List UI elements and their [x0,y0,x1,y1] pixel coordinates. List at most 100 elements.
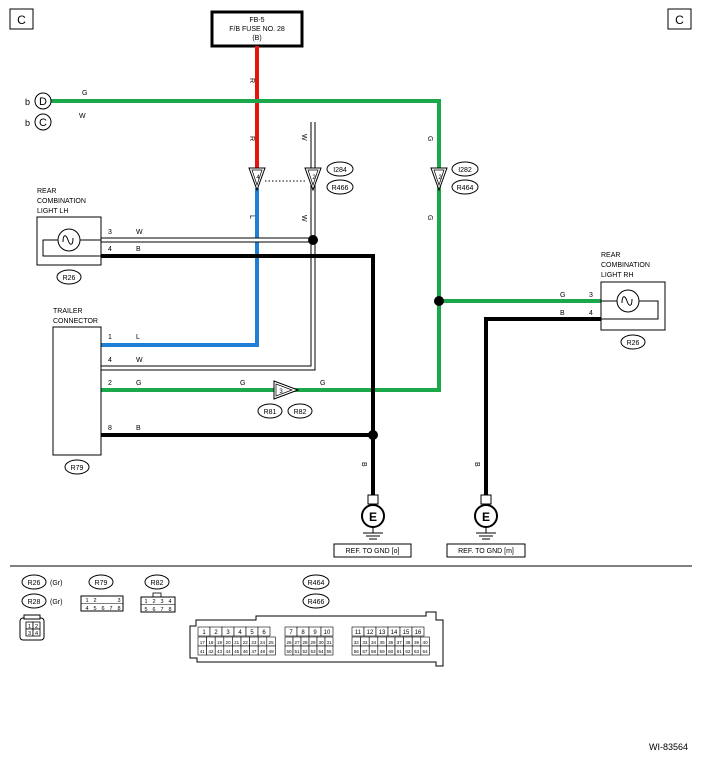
big-pin-label: 22 [243,640,249,645]
inline-connector-4-pin: 3 [279,389,283,395]
big-pin-label: 31 [326,640,332,645]
wire-label-g-right: G [426,136,433,141]
big-pin-label: 62 [405,649,411,654]
bulb-filament-rh [621,296,633,306]
big-pin-label: 48 [260,649,266,654]
b-label-1: b [25,97,30,107]
fuse-line3: (B) [252,35,261,42]
connector-id-r81: R81 [257,403,283,419]
big-pin-label: 58 [371,649,377,654]
wire-white-outline [101,122,316,371]
big-pin-label: 56 [354,649,360,654]
big-pin-label: 21 [234,640,240,645]
big-pin-label: 2 [214,630,218,636]
rear-lh-name3: LIGHT LH [37,208,68,215]
trailer-pin-8-color: B [136,425,141,432]
svg-text:6: 6 [152,607,155,613]
big-pin-label: 42 [208,649,214,654]
svg-text:3: 3 [160,599,163,605]
trailer-pin-1: 1 [108,334,112,341]
rear-rh-pin4-color: B [560,310,565,317]
big-pin-label: 37 [397,640,403,645]
big-pin-label: 10 [324,630,331,636]
svg-text:R464: R464 [308,580,325,587]
big-pin-label: 36 [388,640,394,645]
big-pin-label: 50 [286,649,292,654]
big-pin-label: 54 [318,649,324,654]
svg-text:R26: R26 [63,275,76,282]
wire-label-r1: R [248,78,255,83]
rear-lh-name1: REAR [37,188,56,195]
wire-label-r2: R [248,136,255,141]
wire-white-fill [101,122,315,370]
rear-lh-pin4: 4 [108,246,112,253]
svg-text:4: 4 [168,599,171,605]
wire-black-left [101,254,375,495]
big-pin-cell [411,626,425,637]
ref-right-text: REF. TO GND [m] [458,548,514,555]
ref-left-box [333,543,412,558]
big-pin-label: 30 [318,640,324,645]
svg-text:8: 8 [117,606,120,612]
big-pin-label: 47 [251,649,257,654]
svg-text:R79: R79 [71,465,84,472]
ground-left: E [361,494,385,540]
junction-green [434,296,444,306]
trailer-pin-4-color: W [136,357,143,364]
svg-text:1: 1 [28,624,31,630]
rear-lh-pin3-color: W [136,229,143,236]
big-pin-label: 46 [243,649,249,654]
big-pin-cell [420,645,430,656]
big-pin-label: 4 [238,630,242,636]
trailer-box [52,326,102,456]
big-pin-cell [257,626,271,637]
bulb-icon-lh [57,228,81,252]
wire-label-g-mid-left: G [240,380,245,387]
big-pin-label: 28 [302,640,308,645]
inline-connector-4: 3 [273,380,300,400]
svg-text:1: 1 [144,599,147,605]
svg-text:3: 3 [117,598,120,604]
big-pin-label: 15 [403,630,410,636]
big-pin-label: 32 [354,640,360,645]
wire-label-b-right-ground: B [473,462,480,467]
big-pin-label: 49 [269,649,275,654]
terminal-d-label: D [39,96,47,108]
ground-left-label: E [369,510,377,524]
rear-lh-box [36,216,102,266]
svg-text:R28: R28 [28,599,41,606]
junction-black [368,430,378,440]
ref-left-text: REF. TO GND [o] [346,548,400,555]
figure-id: WI-83564 [649,742,688,752]
svg-text:3: 3 [28,631,31,637]
big-pin-label: 53 [310,649,316,654]
rear-rh-ref: R26 [620,334,646,350]
svg-text:R82: R82 [151,580,164,587]
bulb-icon-rh [616,289,640,313]
big-pin-label: 6 [262,630,266,636]
svg-text:5: 5 [144,607,147,613]
big-pin-label: 16 [415,630,422,636]
svg-text:I282: I282 [458,167,472,174]
svg-text:7: 7 [160,607,163,613]
big-pin-label: 29 [310,640,316,645]
big-pin-label: 43 [217,649,223,654]
big-pin-label: 24 [260,640,266,645]
big-pin-label: 3 [226,630,230,636]
junction-white [308,235,318,245]
trailer-name2: CONNECTOR [53,318,98,325]
big-pin-label: 19 [217,640,223,645]
ground-right-label: E [482,510,490,524]
rear-lh-pin4-color: B [136,246,141,253]
wire-label-w-vert2: W [300,215,307,222]
terminal-d [34,92,52,110]
wire-label-w-top: W [79,113,86,120]
connector-id-r464: R464 [451,179,479,195]
wire-label-l-vert: L [248,215,255,219]
big-pin-label: 27 [294,640,300,645]
inline-connector-1: 4 [248,167,266,192]
connector-id-r466: R466 [326,179,354,195]
big-pin-label: 61 [397,649,403,654]
big-pin-label: 63 [414,649,420,654]
